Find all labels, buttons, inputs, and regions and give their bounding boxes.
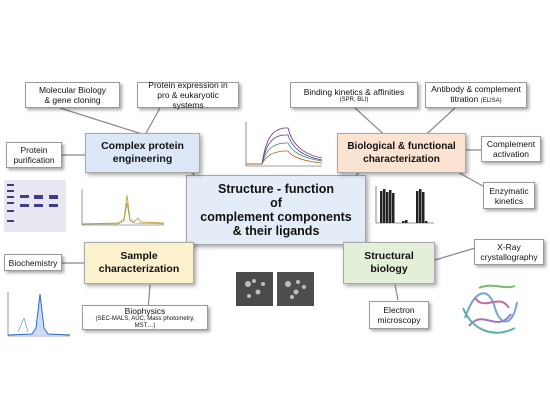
sds-page-gel-image [4, 180, 66, 232]
leaf-binding-kinetics-sub: (SPR, BLI) [339, 96, 369, 103]
hub-structural-line-2: biology [370, 263, 408, 275]
center-line-4: & their ligands [232, 224, 320, 238]
leaf-enzymatic-kinetics-line-2: kinetics [494, 195, 524, 206]
leaf-biochemistry-label: Biochemistry [8, 257, 58, 268]
leaf-protein-purification-line-1: Protein [20, 145, 48, 155]
leaf-complement-activation-line-1: Complement [486, 139, 536, 149]
hub-structural-biology: Structural biology [343, 242, 435, 284]
hub-biological-functional-characterization: Biological & functional characterization [337, 133, 466, 173]
em-micrographs-image [236, 272, 314, 306]
leaf-binding-kinetics-title: Binding kinetics & affinities [303, 86, 405, 97]
leaf-complement-activation: Complement activation [481, 136, 541, 162]
leaf-electron-microscopy-line-2: microscopy [377, 315, 421, 325]
leaf-binding-kinetics: Binding kinetics & affinities (SPR, BLI) [290, 82, 418, 108]
leaf-xray-line-1: X-Ray [497, 242, 521, 252]
leaf-biophysics: Biophysics (SEC-MALS, AUC, Mass photomet… [82, 305, 208, 330]
leaf-enzymatic-kinetics-line-1: Enzymatic [489, 185, 529, 196]
leaf-complement-activation-line-2: activation [493, 149, 529, 159]
leaf-protein-purification: Protein purification [6, 142, 62, 168]
leaf-molecular-biology-line-2: & gene cloning [44, 95, 101, 105]
leaf-molecular-biology-line-1: Molecular Biology [38, 85, 107, 95]
center-line-2: of [270, 196, 282, 210]
central-topic-box: Structure - function of complement compo… [186, 175, 366, 245]
center-line-1: Structure - function [218, 182, 334, 196]
spr-sensorgram-image [245, 122, 323, 167]
leaf-protein-expression-line-2: pro & eukaryotic systems [157, 90, 219, 110]
hub-structural-line-1: Structural [364, 250, 414, 262]
leaf-biophysics-sub: (SEC-MALS, AUC, Mass photometry, MST…) [95, 315, 195, 329]
sec-mals-trace-image [7, 292, 71, 337]
leaf-antibody-titration-title: Antibody & complement [431, 84, 521, 94]
leaf-enzymatic-kinetics: Enzymatic kinetics [483, 182, 535, 209]
leaf-protein-purification-line-2: purification [13, 155, 55, 165]
leaf-electron-microscopy: Electron microscopy [369, 301, 429, 329]
hub-sample-line-1: Sample [120, 250, 158, 262]
hub-biological-line-1: Biological & functional [347, 141, 456, 152]
protein-crystal-structure-image [462, 284, 518, 334]
hub-sample-characterization: Sample characterization [84, 242, 194, 284]
leaf-antibody-titration-sub: (ELISA) [480, 98, 502, 104]
hub-sample-line-2: characterization [98, 263, 180, 275]
hub-complex-protein-engineering: Complex protein engineering [85, 133, 200, 173]
leaf-antibody-titration: Antibody & complement titration (ELISA) [425, 82, 527, 108]
hub-engineering-line-2: engineering [112, 153, 173, 165]
activity-bar-chart-image [375, 186, 434, 224]
center-line-3: complement components [200, 210, 352, 224]
leaf-xray-line-2: crystallography [480, 252, 538, 262]
hub-engineering-line-1: Complex protein [101, 140, 184, 152]
leaf-protein-expression: Protein expression in pro & eukaryotic s… [137, 80, 239, 110]
leaf-biophysics-title: Biophysics [124, 305, 166, 316]
leaf-electron-microscopy-line-1: Electron [383, 305, 415, 315]
leaf-molecular-biology: Molecular Biology & gene cloning [25, 82, 120, 108]
leaf-antibody-titration-title2: titration [450, 94, 479, 104]
leaf-xray-crystallography: X-Ray crystallography [474, 239, 544, 265]
leaf-protein-expression-line-1: Protein expression in [148, 80, 228, 90]
sec-chromatogram-image [81, 189, 165, 226]
hub-biological-line-2: characterization [363, 154, 440, 165]
leaf-biochemistry: Biochemistry [4, 254, 62, 271]
